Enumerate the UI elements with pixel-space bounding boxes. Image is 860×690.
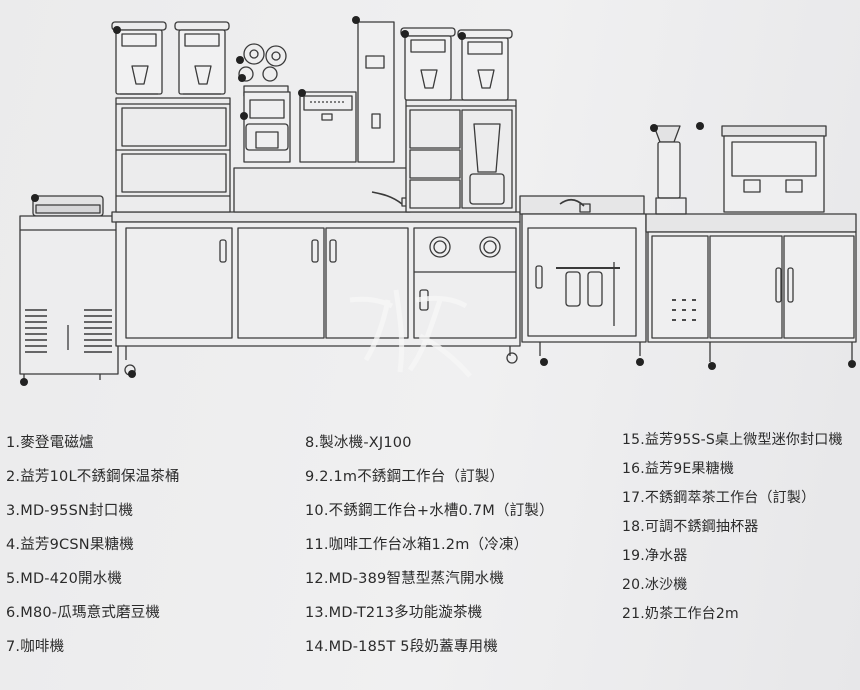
legend-item: 11.咖啡工作台冰箱1.2m（冷凍） (305, 537, 529, 553)
watermark (349, 289, 472, 378)
tea-bucket-right-2 (457, 29, 513, 101)
sink-worktable (519, 195, 647, 356)
tea-bucket-left-1 (111, 21, 167, 95)
callout-marker-dot (401, 30, 409, 38)
legend-item: 3.MD-95SN封口機 (6, 503, 134, 519)
main-worktable (111, 97, 521, 376)
ice-maker-unit (19, 195, 119, 380)
legend-item: 9.2.1m不銹鋼工作台（訂製） (305, 469, 505, 485)
blender (469, 123, 505, 205)
sealing-machine (243, 91, 291, 163)
legend-column-1: 1.麥登電磁爐 2.益芳10L不銹鋼保温茶桶 3.MD-95SN封口機 4.益芳… (6, 426, 180, 664)
legend-item: 1.麥登電磁爐 (6, 435, 94, 451)
boiling-water-machine (299, 91, 357, 163)
legend-item: 18.可調不銹鋼抽杯器 (622, 519, 759, 535)
callout-marker-dot (240, 112, 248, 120)
legend-item: 19.净水器 (622, 548, 688, 564)
legend-item: 10.不銹鋼工作台+水槽0.7M（訂製） (305, 503, 554, 519)
legend-item: 15.益芳95S-S桌上微型迷你封口機 (622, 432, 843, 448)
legend-item: 16.益芳9E果糖機 (622, 461, 735, 477)
callout-marker-dot (848, 360, 856, 368)
legend-item: 13.MD-T213多功能漩茶機 (305, 605, 483, 621)
callout-marker-dot (352, 16, 360, 24)
callout-marker-dot (238, 74, 246, 82)
milk-tea-worktable (645, 213, 857, 362)
legend-column-2: 8.製冰機-XJ100 9.2.1m不銹鋼工作台（訂製） 10.不銹鋼工作台+水… (305, 426, 554, 664)
callout-marker-dot (113, 26, 121, 34)
callout-marker-dot (636, 358, 644, 366)
legend-item: 6.M80-瓜瑪意式磨豆機 (6, 605, 161, 621)
callout-markers (20, 16, 856, 386)
legend-item: 20.冰沙機 (622, 577, 688, 593)
legend-item: 8.製冰機-XJ100 (305, 435, 412, 451)
callout-marker-dot (298, 89, 306, 97)
tea-bucket-right-1 (400, 27, 456, 101)
legend-item: 5.MD-420開水機 (6, 571, 123, 587)
callout-marker-dot (540, 358, 548, 366)
legend-item: 12.MD-389智慧型蒸汽開水機 (305, 571, 505, 587)
legend-item: 2.益芳10L不銹鋼保温茶桶 (6, 469, 180, 485)
legend-item: 17.不銹鋼萃茶工作台（訂製） (622, 490, 816, 506)
callout-marker-dot (236, 56, 244, 64)
legend-item: 21.奶茶工作台2m (622, 606, 739, 622)
legend-item: 7.咖啡機 (6, 639, 65, 655)
callout-marker-dot (31, 194, 39, 202)
espresso-machine (721, 125, 827, 213)
callout-marker-dot (20, 378, 28, 386)
upright-boiler-tower (357, 21, 395, 163)
tea-bucket-left-2 (174, 21, 230, 95)
callout-marker-dot (696, 122, 704, 130)
callout-marker-dot (458, 32, 466, 40)
callout-marker-dot (650, 124, 658, 132)
coffee-grinder (653, 125, 687, 215)
equipment-layout-diagram (19, 16, 857, 386)
callout-marker-dot (708, 362, 716, 370)
callout-marker-dot (128, 370, 136, 378)
legend-column-3: 15.益芳95S-S桌上微型迷你封口機 16.益芳9E果糖機 17.不銹鋼萃茶工… (622, 426, 843, 629)
fructose-machine (238, 43, 289, 97)
legend-item: 14.MD-185T 5段奶蓋專用機 (305, 639, 498, 655)
legend-item: 4.益芳9CSN果糖機 (6, 537, 134, 553)
